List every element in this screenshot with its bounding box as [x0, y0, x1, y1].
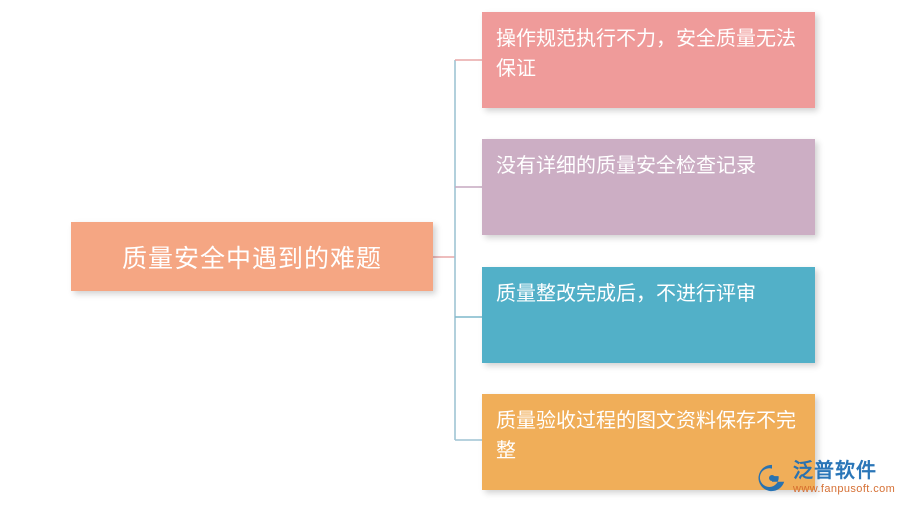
branch-node-1-label: 操作规范执行不力，安全质量无法保证 — [496, 28, 796, 81]
branch-node-3-label: 质量整改完成后，不进行评审 — [496, 283, 756, 305]
branch-node-3[interactable]: 质量整改完成后，不进行评审 — [482, 267, 815, 363]
root-node-label: 质量安全中遇到的难题 — [121, 244, 382, 273]
branch-node-4-label: 质量验收过程的图文资料保存不完整 — [496, 410, 796, 463]
watermark-text: 泛普软件 www.fanpusoft.com — [793, 461, 895, 495]
branch-node-2-label: 没有详细的质量安全检查记录 — [496, 155, 756, 177]
branch-node-2[interactable]: 没有详细的质量安全检查记录 — [482, 139, 815, 235]
brand-mark-icon — [758, 464, 785, 492]
watermark-name: 泛普软件 — [793, 460, 877, 482]
watermark-url: www.fanpusoft.com — [793, 483, 896, 495]
branch-node-1[interactable]: 操作规范执行不力，安全质量无法保证 — [482, 12, 815, 108]
watermark-logo: 泛普软件 www.fanpusoft.com — [757, 455, 895, 501]
root-node[interactable]: 质量安全中遇到的难题 — [71, 222, 433, 291]
